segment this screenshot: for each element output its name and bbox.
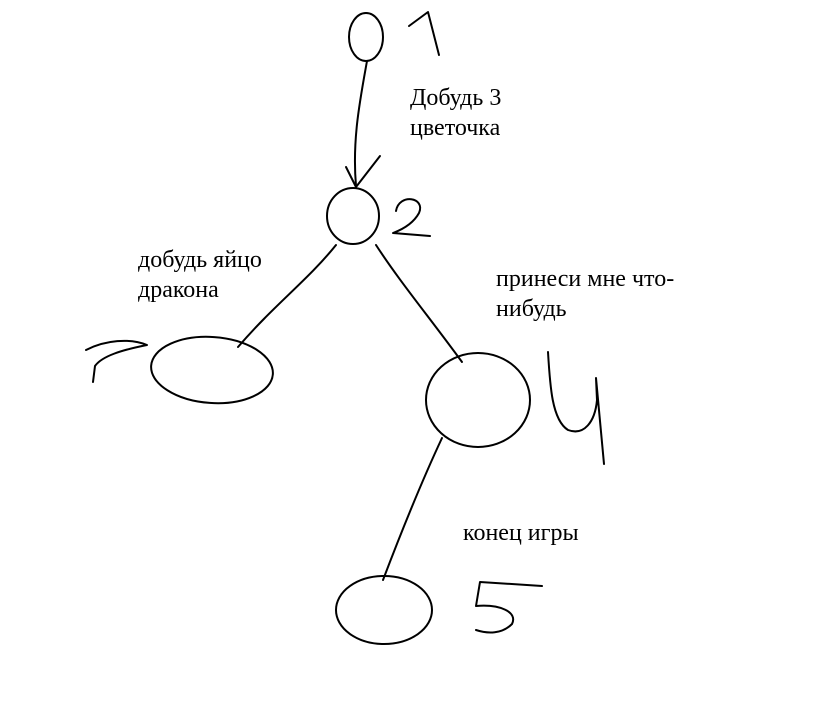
edge-2-4-line <box>375 244 463 363</box>
edge-1-2-label-line-1: Добудь 3 <box>410 85 502 111</box>
edge-4-5-label: конец игры <box>463 518 579 548</box>
edge-4-5-label-line-1: конец игры <box>463 520 579 546</box>
node-2-circle <box>326 187 380 245</box>
edge-1-2-arrowhead <box>345 155 381 188</box>
edge-2-3-line <box>237 244 337 348</box>
node-1-number <box>408 11 440 56</box>
node-4-number <box>547 351 605 465</box>
edge-4-5-line <box>382 437 443 581</box>
edge-1-2-label: Добудь 3 цветочка <box>410 83 501 143</box>
node-3-number <box>85 339 148 383</box>
edge-2-4-label: принеси мне что- нибудь <box>496 264 674 324</box>
edge-2-4-label-line-2: нибудь <box>496 296 567 322</box>
node-4-circle <box>425 352 531 448</box>
edge-2-4-label-line-1: принеси мне что- <box>496 266 675 292</box>
node-1-circle <box>348 12 384 62</box>
edge-1-2-line <box>353 60 368 187</box>
edge-2-3-label-line-1: добудь яйцо <box>138 247 262 273</box>
node-5-number <box>475 581 543 634</box>
edge-2-3-label: добудь яйцо дракона <box>138 245 262 305</box>
edge-2-3-label-line-2: дракона <box>138 277 219 303</box>
node-5-circle <box>335 575 433 645</box>
node-3-circle <box>150 335 274 405</box>
edge-1-2-label-line-2: цветочка <box>410 115 501 141</box>
node-2-number <box>392 198 431 237</box>
